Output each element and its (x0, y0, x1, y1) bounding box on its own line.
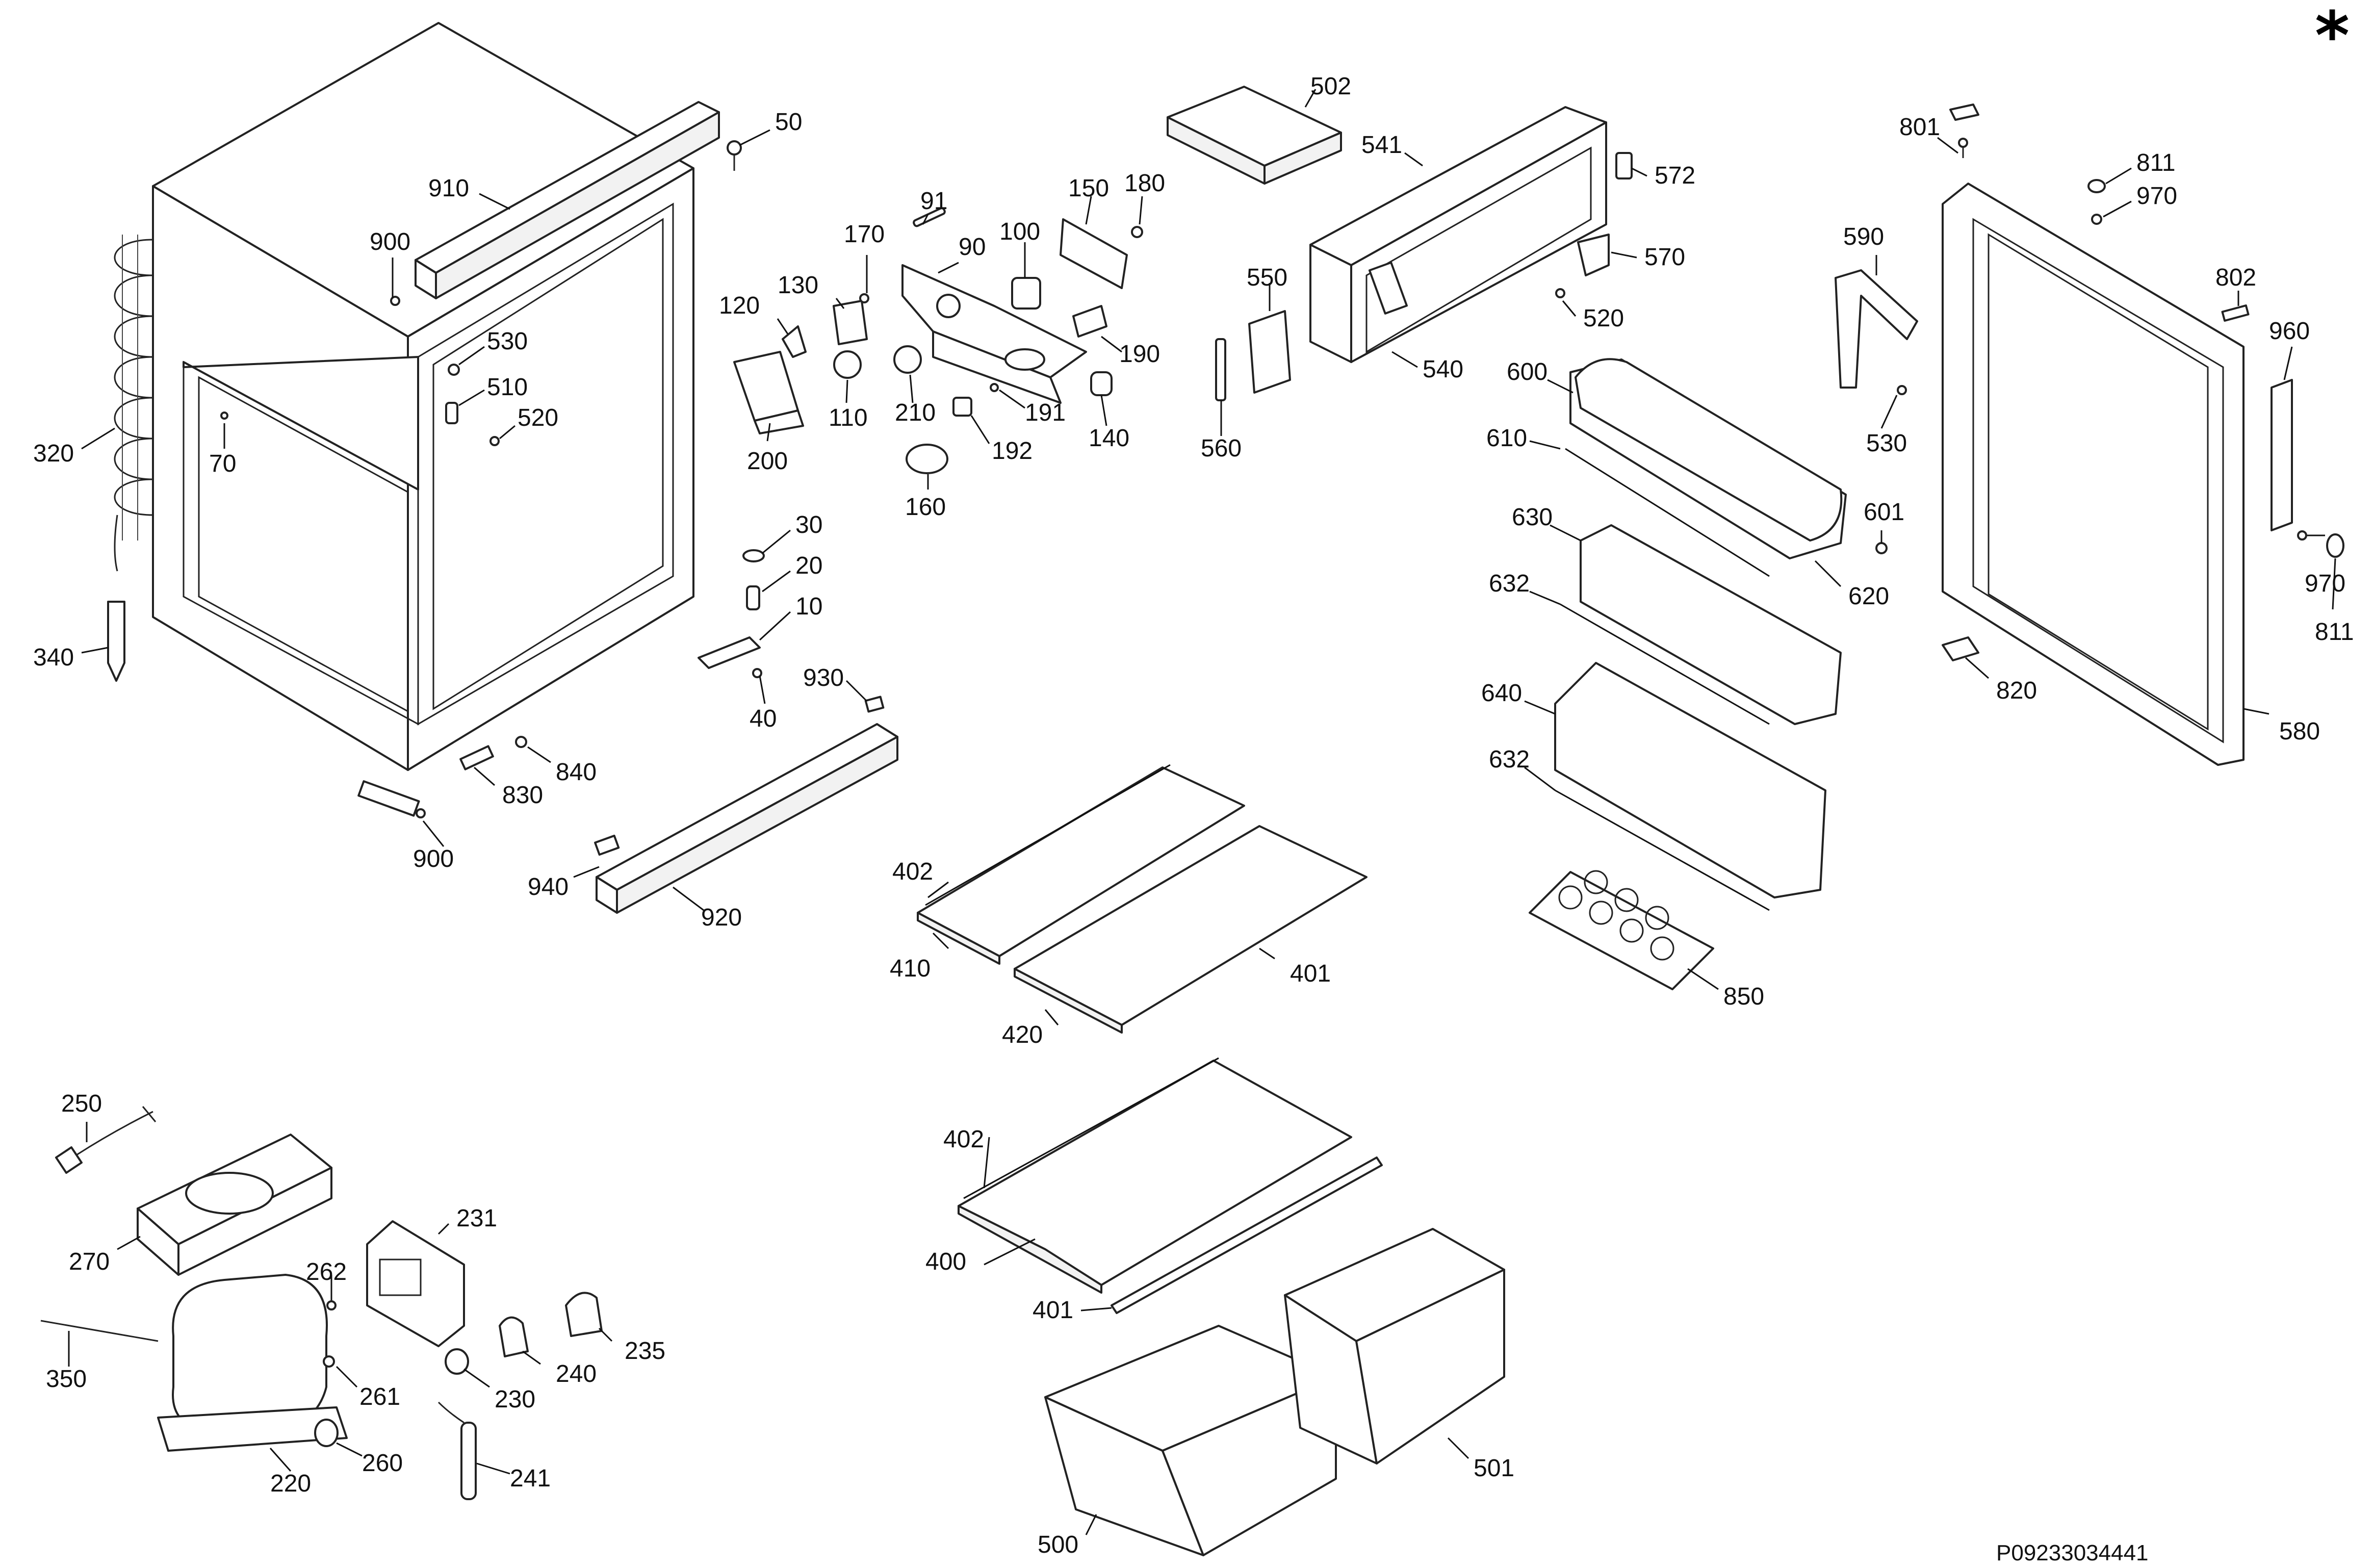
label-640: 640 (1481, 680, 1522, 707)
label-510: 510 (487, 374, 528, 401)
freezer-parts-drawing (1167, 86, 1633, 401)
label-90: 90 (959, 234, 986, 261)
label-231: 231 (456, 1205, 497, 1232)
compressor-group-drawing (40, 1106, 603, 1500)
label-20: 20 (795, 552, 822, 579)
label-960: 960 (2269, 318, 2310, 345)
label-91: 91 (920, 188, 947, 215)
label-550: 550 (1247, 264, 1287, 291)
label-192: 192 (992, 438, 1033, 465)
label-540: 540 (1423, 356, 1463, 383)
label-170: 170 (844, 221, 885, 248)
label-40: 40 (750, 705, 777, 732)
label-520: 520 (1583, 305, 1624, 332)
label-801: 801 (1899, 114, 1940, 141)
label-600: 600 (1507, 358, 1547, 385)
label-920: 920 (701, 904, 742, 931)
label-530: 530 (1866, 430, 1907, 457)
label-632: 632 (1489, 746, 1530, 773)
label-580: 580 (2279, 718, 2320, 745)
label-802: 802 (2215, 264, 2256, 291)
label-241: 241 (510, 1465, 551, 1492)
drawing-code: P09233034441 (1996, 1540, 2149, 1565)
label-262: 262 (306, 1258, 347, 1286)
label-402: 402 (943, 1126, 984, 1153)
label-350: 350 (46, 1366, 87, 1393)
label-572: 572 (1655, 162, 1695, 189)
label-830: 830 (502, 782, 543, 809)
label-620: 620 (1848, 583, 1889, 610)
label-502: 502 (1310, 73, 1351, 100)
label-530: 530 (487, 328, 528, 355)
label-235: 235 (625, 1338, 665, 1365)
label-320: 320 (33, 440, 74, 467)
hinge-parts-drawing (594, 549, 898, 914)
glass-shelves-drawing (917, 764, 1505, 1556)
label-261: 261 (359, 1383, 400, 1410)
label-130: 130 (778, 272, 818, 299)
door-drawing (1835, 104, 2344, 766)
label-900: 900 (413, 845, 454, 872)
label-520: 520 (518, 404, 558, 431)
label-140: 140 (1089, 425, 1129, 452)
label-100: 100 (999, 218, 1040, 245)
label-110: 110 (829, 404, 868, 431)
label-811: 811 (2136, 149, 2176, 176)
label-30: 30 (795, 511, 822, 538)
cabinet-drawing (107, 22, 742, 818)
label-200: 200 (747, 448, 788, 475)
label-970: 970 (2305, 570, 2345, 597)
label-501: 501 (1474, 1455, 1514, 1482)
label-570: 570 (1644, 244, 1685, 271)
label-610: 610 (1486, 425, 1527, 452)
label-190: 190 (1119, 341, 1160, 368)
label-900: 900 (370, 228, 410, 255)
label-340: 340 (33, 644, 74, 671)
label-160: 160 (905, 494, 946, 521)
label-10: 10 (795, 593, 822, 620)
label-150: 150 (1068, 175, 1109, 202)
label-410: 410 (890, 955, 931, 982)
label-260: 260 (362, 1450, 403, 1477)
label-250: 250 (61, 1090, 102, 1117)
label-70: 70 (209, 450, 236, 477)
label-230: 230 (495, 1386, 535, 1413)
label-940: 940 (528, 873, 569, 901)
label-50: 50 (775, 109, 802, 136)
label-541: 541 (1361, 132, 1402, 159)
label-120: 120 (719, 292, 760, 319)
label-270: 270 (69, 1248, 110, 1275)
label-601: 601 (1864, 499, 1904, 526)
control-assembly-drawing (733, 207, 1143, 474)
label-402: 402 (892, 858, 933, 885)
label-240: 240 (556, 1360, 597, 1387)
label-210: 210 (895, 399, 936, 426)
label-400: 400 (925, 1248, 966, 1275)
label-191: 191 (1025, 399, 1066, 426)
label-970: 970 (2136, 183, 2177, 210)
label-850: 850 (1723, 983, 1764, 1010)
label-590: 590 (1843, 223, 1884, 250)
label-840: 840 (556, 759, 597, 786)
label-220: 220 (270, 1470, 311, 1497)
door-shelves-drawing (1529, 358, 1888, 990)
label-180: 180 (1124, 170, 1165, 197)
label-560: 560 (1201, 435, 1242, 462)
label-910: 910 (428, 175, 469, 202)
leader-lines (68, 89, 2336, 1535)
label-820: 820 (1996, 677, 2037, 704)
label-500: 500 (1038, 1531, 1078, 1558)
part-labels: 910 50 900 530 510 520 70 320 340 840 83… (33, 73, 2354, 1558)
label-632: 632 (1489, 570, 1530, 597)
label-930: 930 (803, 664, 844, 691)
label-401: 401 (1033, 1297, 1073, 1324)
label-420: 420 (1002, 1021, 1043, 1048)
corner-asterisk: * (2315, 0, 2350, 74)
label-811: 811 (2315, 619, 2354, 646)
label-630: 630 (1512, 504, 1553, 531)
label-401: 401 (1290, 960, 1331, 987)
